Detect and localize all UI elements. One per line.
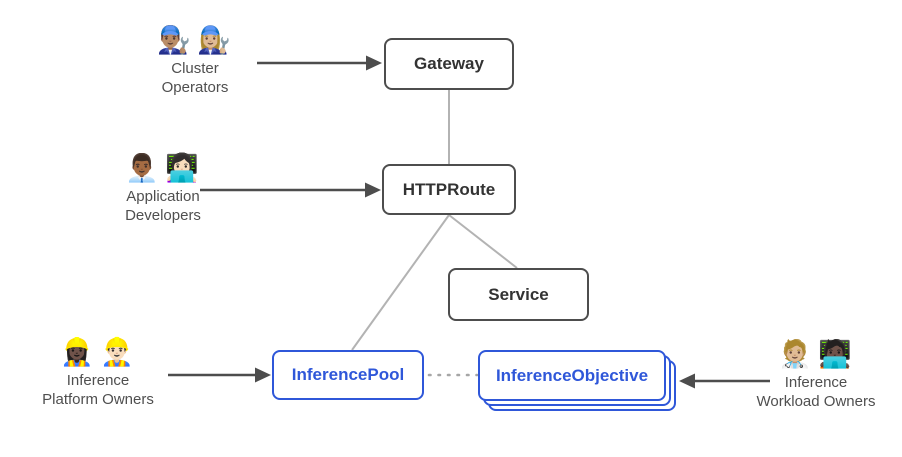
inference-platform-owners-icons: 👷🏿‍♀️👷🏻‍♂️: [11, 336, 185, 368]
cluster-operators-actor: 👨🏽‍🔧👩🏼‍🔧 Cluster Operators: [108, 24, 282, 97]
service-node-label: Service: [488, 284, 549, 304]
man-construction-worker-icon: 👷🏻‍♂️: [100, 337, 136, 367]
connector-httproute-inferencepool: [351, 214, 450, 351]
inferenceobjective-node-label: InferenceObjective: [495, 365, 649, 385]
cluster-operators-label-line1: Cluster: [171, 60, 219, 77]
technologist-icon: 🧑🏿‍💻: [818, 339, 854, 369]
woman-mechanic-icon: 👩🏼‍🔧: [197, 25, 233, 55]
woman-construction-worker-icon: 👷🏿‍♀️: [60, 337, 96, 367]
inference-workload-owners-icons: 🧑🏼‍⚕️🧑🏿‍💻: [729, 338, 902, 370]
httproute-node-label: HTTPRoute: [402, 179, 496, 199]
inferenceobjective-node: InferenceObjective: [478, 350, 666, 401]
health-worker-icon: 🧑🏼‍⚕️: [778, 339, 814, 369]
inference-workload-owners-label-line1: Inference: [784, 374, 848, 391]
inference-platform-owners-label-line1: Inference: [66, 372, 130, 389]
inferencepool-node-label: InferencePool: [291, 365, 405, 384]
inferencepool-node: InferencePool: [272, 350, 424, 400]
arrowhead-application-developers-httproute: [365, 182, 381, 198]
man-office-worker-icon: 👨🏾‍💼: [125, 153, 161, 183]
gateway-node: Gateway: [384, 38, 514, 90]
application-developers-label-line1: Application: [126, 188, 200, 205]
woman-technologist-icon: 👩🏻‍💻: [165, 153, 201, 183]
inference-platform-owners-actor: 👷🏿‍♀️👷🏻‍♂️ Inference Platform Owners: [11, 336, 185, 409]
arrowhead-workload-owners-inferenceobjective: [679, 373, 695, 389]
inference-workload-owners-actor: 🧑🏼‍⚕️🧑🏿‍💻 Inference Workload Owners: [729, 338, 902, 411]
cluster-operators-label-line2: Operators: [161, 79, 229, 96]
application-developers-label-line2: Developers: [125, 207, 201, 224]
httproute-node: HTTPRoute: [382, 164, 516, 215]
man-mechanic-icon: 👨🏽‍🔧: [157, 25, 193, 55]
connector-httproute-service: [448, 214, 518, 269]
arrowhead-cluster-operators-gateway: [366, 55, 382, 71]
inference-workload-owners-label-line2: Workload Owners: [756, 393, 876, 410]
arrowhead-platform-owners-inferencepool: [255, 367, 271, 383]
gateway-node-label: Gateway: [414, 54, 484, 73]
application-developers-icons: 👨🏾‍💼👩🏻‍💻: [76, 152, 250, 184]
service-node: Service: [448, 268, 589, 321]
application-developers-actor: 👨🏾‍💼👩🏻‍💻 Application Developers: [76, 152, 250, 225]
cluster-operators-icons: 👨🏽‍🔧👩🏼‍🔧: [108, 24, 282, 56]
inference-platform-owners-label-line2: Platform Owners: [42, 391, 154, 408]
